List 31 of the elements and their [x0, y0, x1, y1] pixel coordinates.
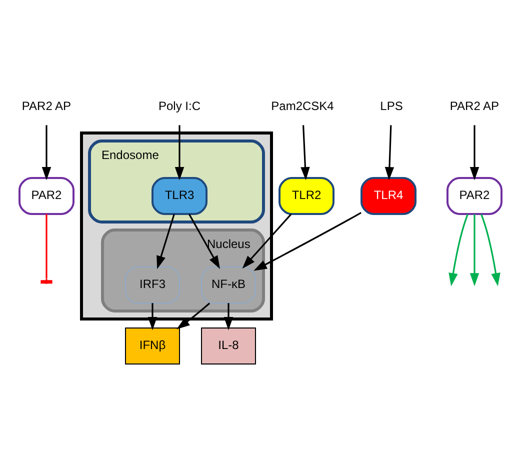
- arrow: [223, 303, 233, 330]
- node-box: PAR2: [446, 177, 502, 215]
- cluster: [80, 132, 272, 320]
- node-box: TLR3: [151, 177, 207, 215]
- node-box: TLR2: [278, 177, 334, 215]
- node-box: IL-8: [200, 328, 256, 364]
- node-text: PAR2 AP: [449, 99, 499, 114]
- node-text: Poly I:C: [158, 99, 200, 114]
- node-box: IFNβ: [124, 328, 180, 364]
- arrow: [41, 125, 51, 180]
- connector: [45, 214, 47, 284]
- arrow: [156, 214, 174, 270]
- node-text: Pam2CSK4: [270, 99, 334, 114]
- arrow: [469, 125, 479, 180]
- arrow: [174, 125, 184, 180]
- arrow: [469, 214, 479, 286]
- arrow: [300, 125, 310, 180]
- node-box: NF-κB: [200, 266, 256, 304]
- arrow: [384, 125, 394, 180]
- node-text: LPS: [380, 99, 402, 114]
- arrow: [147, 303, 157, 330]
- node-text: PAR2 AP: [21, 99, 71, 114]
- node-box: PAR2: [18, 177, 74, 215]
- arrow: [448, 214, 468, 286]
- arrow: [480, 214, 500, 286]
- arrow: [188, 214, 220, 269]
- node-box: IRF3: [124, 266, 180, 304]
- arrow: [176, 302, 210, 330]
- arrow: [253, 212, 361, 271]
- node-box: TLR4: [360, 177, 416, 215]
- arrow: [242, 214, 292, 269]
